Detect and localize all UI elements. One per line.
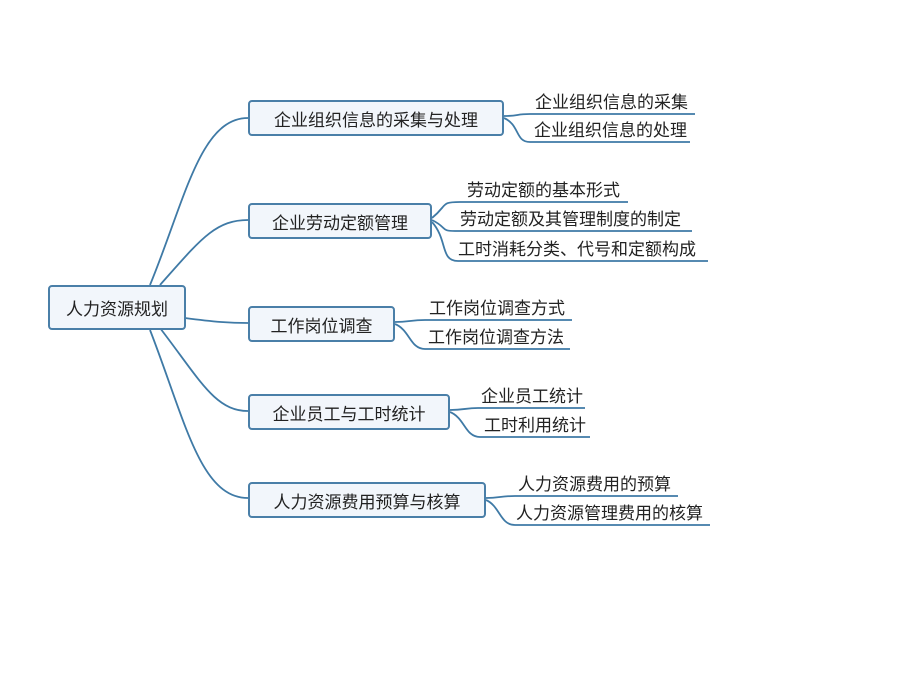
leaf-node[interactable]: 工作岗位调查方式 — [429, 299, 565, 319]
root-link-2 — [184, 317, 249, 324]
b1-link-0 — [431, 201, 628, 219]
root-link-3 — [159, 327, 249, 412]
root-link-1 — [159, 219, 249, 286]
root-link-4 — [149, 329, 249, 499]
leaf-label: 劳动定额及其管理制度的制定 — [460, 210, 681, 230]
root-node[interactable]: 人力资源规划 — [48, 285, 186, 330]
b2-link-1 — [394, 323, 570, 350]
leaf-node[interactable]: 企业组织信息的处理 — [534, 121, 687, 141]
leaf-label: 工作岗位调查方法 — [428, 328, 564, 348]
leaf-label: 人力资源费用的预算 — [518, 475, 671, 495]
leaf-node[interactable]: 企业员工统计 — [481, 387, 583, 407]
leaf-label: 企业组织信息的处理 — [534, 121, 687, 141]
branch-node-0[interactable]: 企业组织信息的采集与处理 — [248, 100, 504, 136]
leaf-label: 企业组织信息的采集 — [535, 93, 688, 113]
leaf-node[interactable]: 劳动定额及其管理制度的制定 — [460, 210, 681, 230]
b2-link-0 — [394, 319, 572, 323]
branch-label: 企业劳动定额管理 — [272, 213, 408, 234]
b0-link-0 — [503, 113, 695, 117]
leaf-label: 工时消耗分类、代号和定额构成 — [458, 240, 696, 260]
leaf-node[interactable]: 企业组织信息的采集 — [535, 93, 688, 113]
leaf-label: 企业员工统计 — [481, 387, 583, 407]
b1-link-1 — [431, 219, 692, 232]
branch-label: 企业组织信息的采集与处理 — [274, 110, 478, 131]
b3-link-1 — [449, 411, 590, 438]
branch-node-3[interactable]: 企业员工与工时统计 — [248, 394, 450, 430]
b4-link-0 — [485, 495, 678, 499]
branch-node-4[interactable]: 人力资源费用预算与核算 — [248, 482, 486, 518]
branch-node-1[interactable]: 企业劳动定额管理 — [248, 203, 432, 239]
b3-link-0 — [449, 407, 585, 411]
leaf-label: 人力资源管理费用的核算 — [516, 504, 703, 524]
b4-link-1 — [485, 499, 710, 526]
leaf-node[interactable]: 劳动定额的基本形式 — [467, 181, 620, 201]
root-link-0 — [149, 117, 249, 286]
leaf-label: 劳动定额的基本形式 — [467, 181, 620, 201]
leaf-node[interactable]: 人力资源管理费用的核算 — [516, 504, 703, 524]
branch-label: 人力资源费用预算与核算 — [273, 492, 461, 513]
b0-link-1 — [503, 117, 690, 143]
leaf-node[interactable]: 工时消耗分类、代号和定额构成 — [458, 240, 696, 260]
root-label: 人力资源规划 — [66, 300, 168, 320]
leaf-label: 工时利用统计 — [484, 416, 586, 436]
leaf-node[interactable]: 人力资源费用的预算 — [518, 475, 671, 495]
leaf-node[interactable]: 工作岗位调查方法 — [428, 328, 564, 348]
b1-link-2 — [431, 221, 708, 262]
leaf-node[interactable]: 工时利用统计 — [484, 416, 586, 436]
branch-label: 工作岗位调查 — [270, 316, 373, 337]
leaf-label: 工作岗位调查方式 — [429, 299, 565, 319]
branch-label: 企业员工与工时统计 — [272, 404, 426, 425]
branch-node-2[interactable]: 工作岗位调查 — [248, 306, 395, 342]
